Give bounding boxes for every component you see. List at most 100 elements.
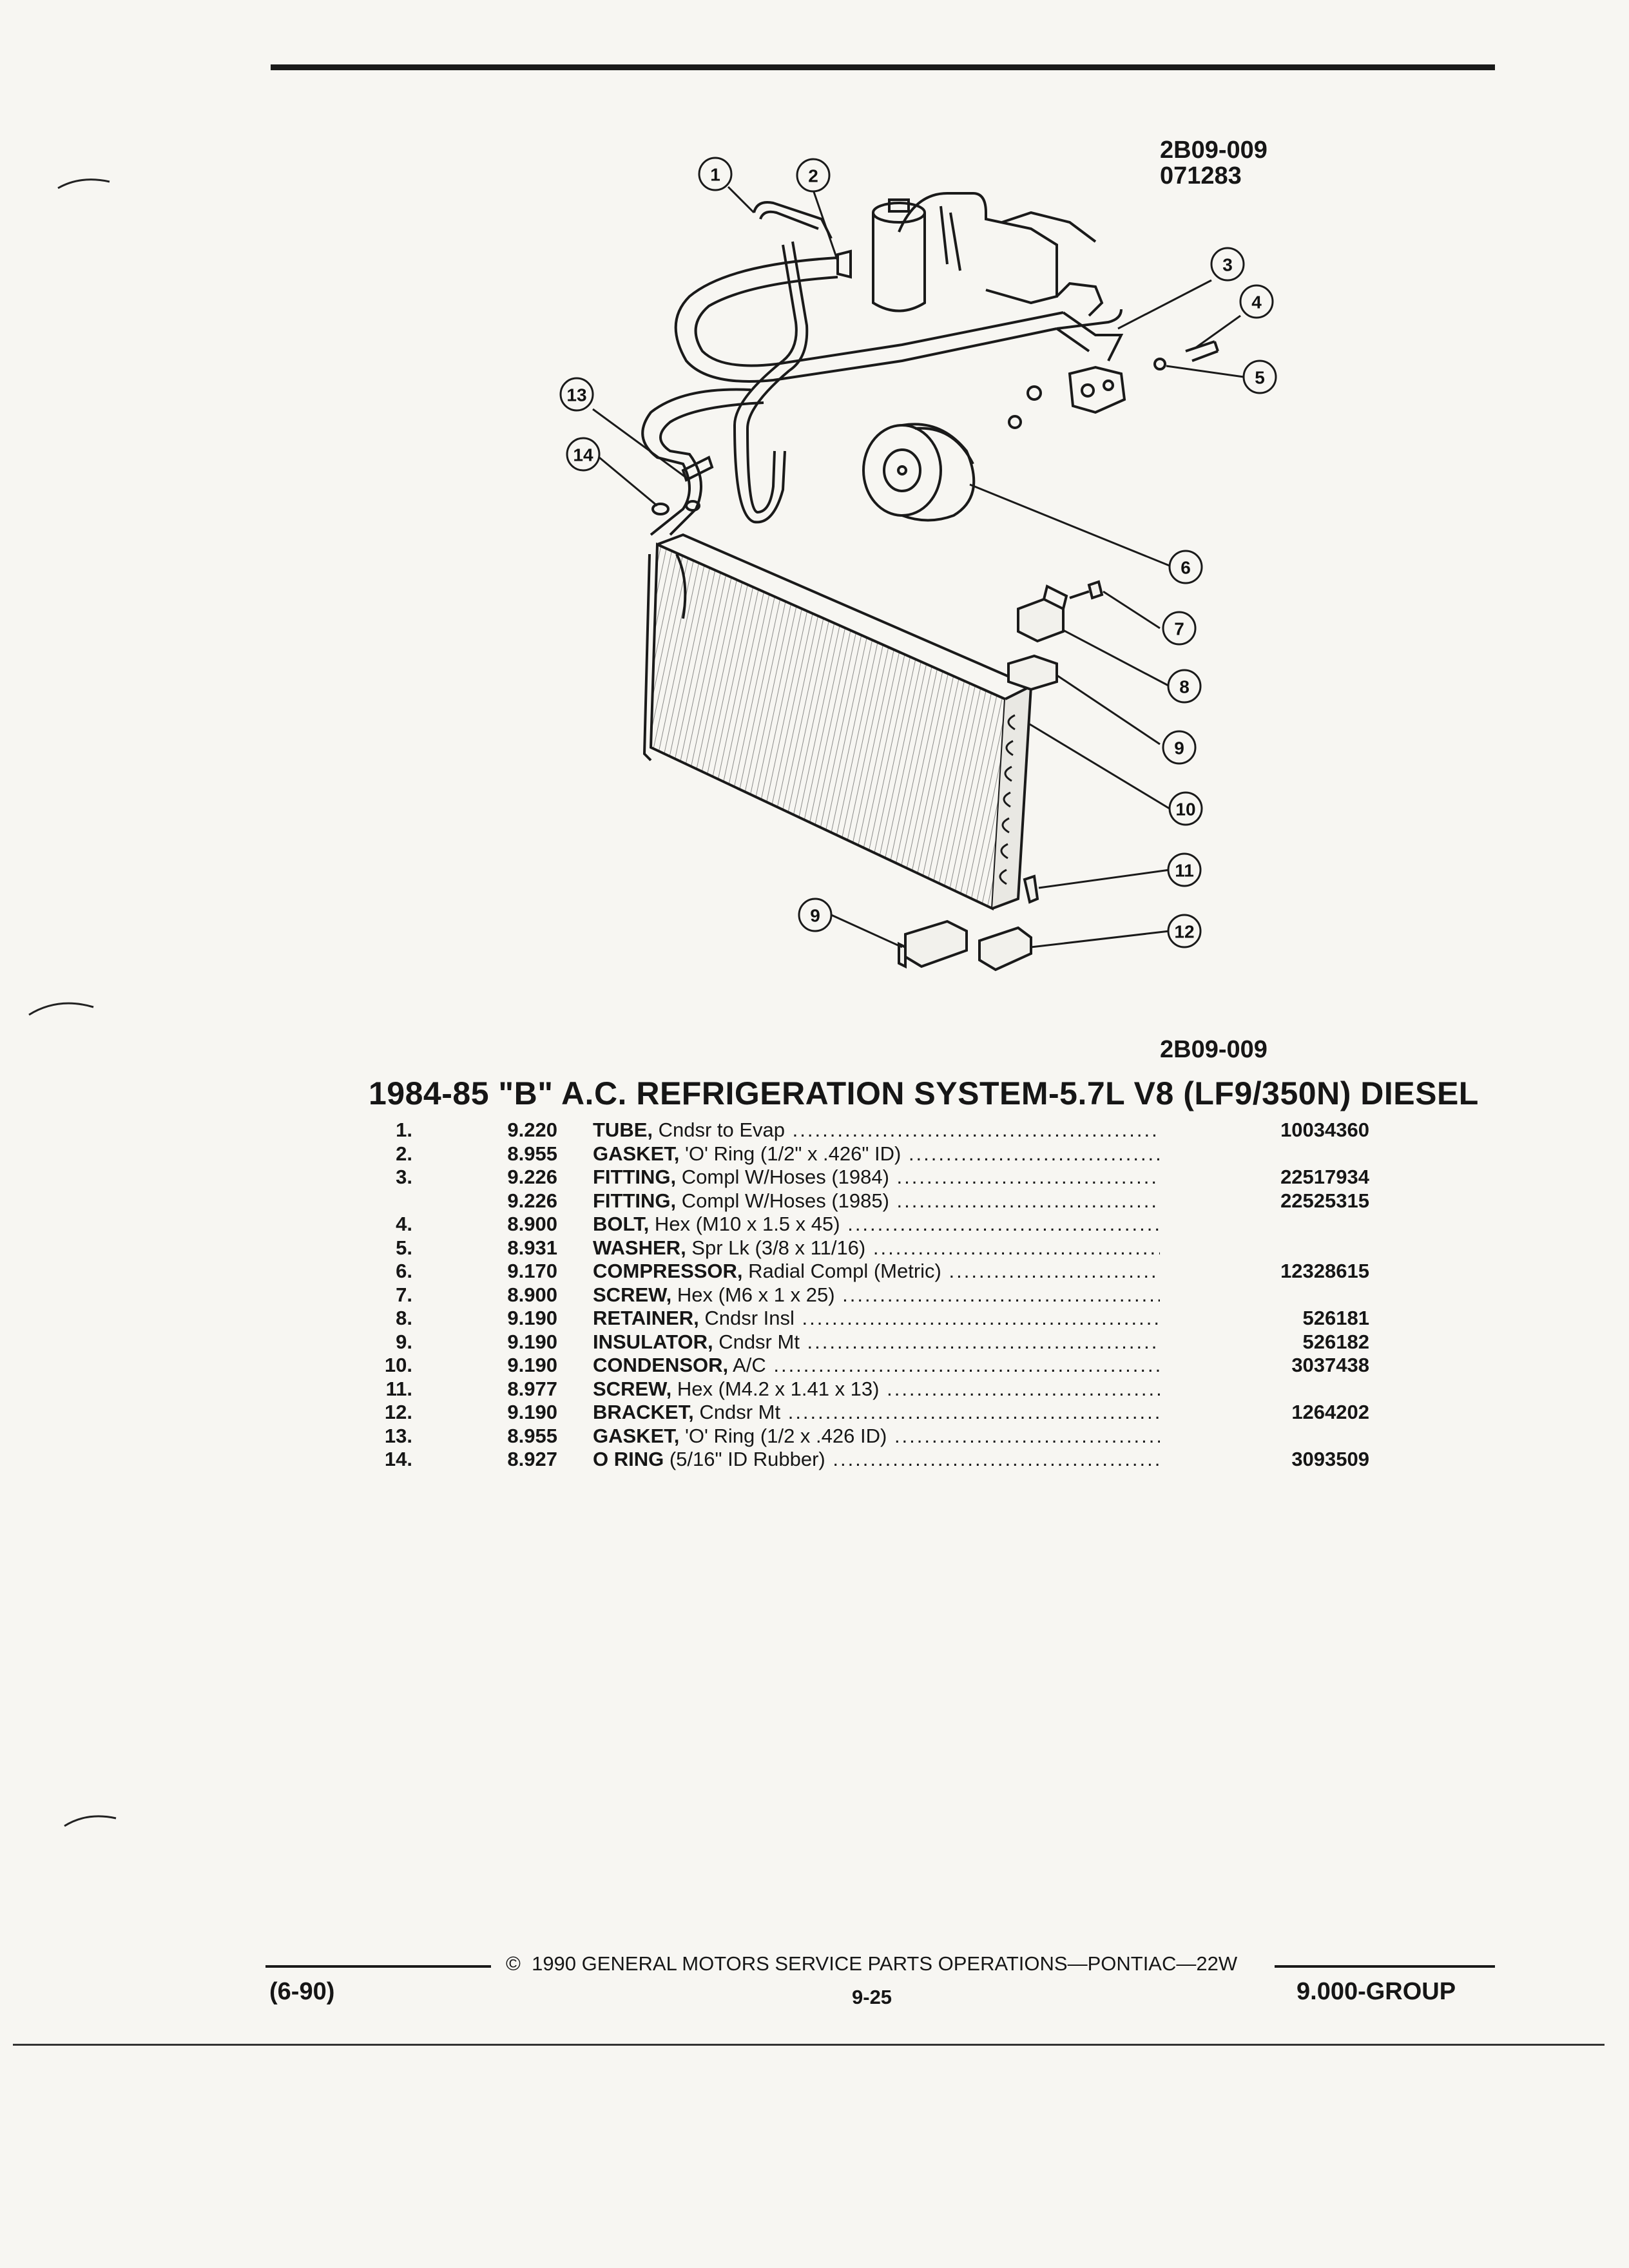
group-number: 9.226 [507,1166,557,1188]
part-index: 5. [396,1236,412,1259]
leader-dots: ........................................… [773,1354,1160,1376]
leader-dots: ........................................… [896,1166,1160,1188]
group-number: 9.190 [507,1330,557,1353]
section-title: 1984-85 "B" A.C. REFRIGERATION SYSTEM-5.… [369,1075,1479,1111]
table-row: 3. 9.226 FITTING, Compl W/Hoses (1984) ...… [361,1166,1379,1189]
part-index: 12. [384,1401,412,1423]
leader-dots: ........................................… [847,1213,1160,1235]
part-description: GASKET, 'O' Ring (1/2 x .426 ID) .......… [593,1425,1160,1448]
figure-code-bottom: 2B09-009 [1160,1036,1268,1063]
callout-2: 2 [808,166,818,186]
leader-dots: ........................................… [802,1307,1160,1329]
callout-13: 13 [566,385,586,405]
part-description: FITTING, Compl W/Hoses (1985) ..........… [593,1189,1160,1213]
part-number: 3093509 [1291,1448,1369,1470]
part-name: SCREW, [593,1283,672,1306]
part-detail: A/C [728,1354,766,1376]
part-name: TUBE, [593,1119,653,1141]
part-description: SCREW, Hex (M6 x 1 x 25) ...............… [593,1283,1160,1307]
compressor-clutch [862,423,976,522]
leader-dots: ........................................… [787,1401,1160,1423]
part-index: 6. [396,1260,412,1282]
margin-mark-2 [28,1002,94,1016]
part-description: O RING (5/16" ID Rubber) ...............… [593,1448,1160,1471]
part-index: 7. [396,1283,412,1306]
leader-dots: ........................................… [792,1119,1160,1141]
copyright-text: 1990 GENERAL MOTORS SERVICE PARTS OPERAT… [532,1952,1238,1975]
part-description: FITTING, Compl W/Hoses (1984) ..........… [593,1166,1160,1189]
mount-hardware [898,580,1104,972]
part-name: COMPRESSOR, [593,1260,743,1282]
ac-refrigeration-exploded-diagram: 1 2 3 4 5 6 7 8 9 10 11 12 9 13 14 [559,157,1277,972]
part-name: GASKET, [593,1142,680,1165]
part-detail: 'O' Ring (1/2" x .426" ID) [679,1142,901,1165]
part-number: 22517934 [1280,1166,1369,1188]
part-description: CONDENSOR, A/C .........................… [593,1354,1160,1377]
bottom-rule [13,2044,1605,2046]
parts-list: 1. 9.220 TUBE, Cndsr to Evap .............… [361,1119,1379,1472]
part-detail: Hex (M6 x 1 x 25) [671,1283,835,1306]
part-description: TUBE, Cndsr to Evap ....................… [593,1119,1160,1142]
footer-rule-right [1275,1965,1495,1968]
group-number: 8.931 [507,1236,557,1259]
group-number: 9.220 [507,1119,557,1141]
figure-date-code: 071283 [1160,162,1242,189]
leader-dots: ........................................… [887,1377,1160,1400]
part-description: GASKET, 'O' Ring (1/2" x .426" ID) .....… [593,1142,1160,1166]
top-rule [271,64,1495,70]
part-index: 1. [396,1119,412,1141]
margin-mark-3 [64,1815,117,1827]
o-ring-fittings [651,456,714,515]
callout-9: 9 [1174,738,1184,758]
table-row: 12. 9.190 BRACKET, Cndsr Mt ..............… [361,1401,1379,1425]
part-detail: Cndsr Mt [713,1330,800,1353]
copyright-symbol: © [506,1952,521,1975]
part-detail: Compl W/Hoses (1985) [676,1189,889,1212]
group-number: 8.927 [507,1448,557,1470]
part-name: BRACKET, [593,1401,694,1423]
part-index: 4. [396,1213,412,1235]
part-detail: 'O' Ring (1/2 x .426 ID) [679,1424,887,1447]
part-detail: Hex (M10 x 1.5 x 45) [649,1213,840,1235]
part-name: SCREW, [593,1377,672,1400]
leader-dots: ........................................… [949,1260,1160,1282]
revision-date: (6-90) [269,1978,335,2005]
fitting-block [1008,282,1219,429]
part-description: BOLT, Hex (M10 x 1.5 x 45) .............… [593,1213,1160,1236]
callout-9-lower: 9 [810,906,820,926]
group-number: 8.955 [507,1142,557,1165]
part-number: 526182 [1302,1330,1369,1353]
callout-10: 10 [1175,800,1195,820]
part-detail: Cndsr Insl [699,1307,795,1329]
page-number: 9-25 [852,1986,892,2008]
part-name: GASKET, [593,1424,680,1447]
part-index: 14. [384,1448,412,1470]
group-number: 8.900 [507,1283,557,1306]
part-name: O RING [593,1448,664,1470]
part-index: 8. [396,1307,412,1329]
leader-dots: ........................................… [833,1448,1160,1470]
table-row: 7. 8.900 SCREW, Hex (M6 x 1 x 25) ........… [361,1283,1379,1307]
footer-rule-left [265,1965,491,1968]
part-index: 9. [396,1330,412,1353]
part-number: 1264202 [1291,1401,1369,1423]
callout-5: 5 [1255,368,1265,388]
part-index: 11. [385,1377,412,1400]
part-index: 3. [396,1166,412,1188]
callout-4: 4 [1251,293,1262,312]
group-number: 9.190 [507,1401,557,1423]
figure-code-top: 2B09-009 [1160,137,1268,164]
part-number: 22525315 [1280,1189,1369,1212]
callout-leaders [592,186,1244,948]
leader-dots: ........................................… [908,1142,1160,1165]
part-description: RETAINER, Cndsr Insl ...................… [593,1307,1160,1330]
part-index: 2. [396,1142,412,1165]
part-name: FITTING, [593,1166,677,1188]
part-number: 12328615 [1280,1260,1369,1282]
part-description: BRACKET, Cndsr Mt ......................… [593,1401,1160,1424]
part-name: CONDENSOR, [593,1354,729,1376]
